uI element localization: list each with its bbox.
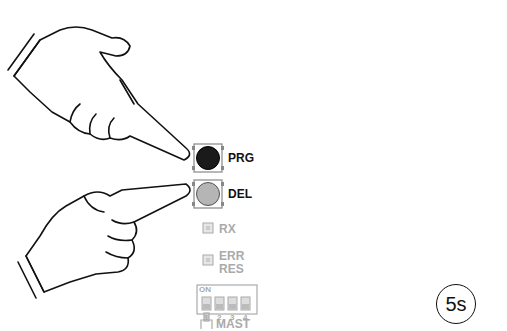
led-label: RX xyxy=(219,223,236,235)
hand-icon xyxy=(18,184,190,298)
led-label: ERR RES xyxy=(219,250,247,276)
hand-icon xyxy=(8,27,190,160)
button-label: PRG xyxy=(228,152,254,164)
switch-label: ON xyxy=(199,286,211,294)
dip-switch xyxy=(197,285,257,314)
time-circle: 5s xyxy=(436,284,476,324)
push-button xyxy=(192,180,224,208)
button-label: DEL xyxy=(228,188,252,200)
jumper-label: MAST xyxy=(216,318,250,330)
push-button xyxy=(192,144,224,172)
jumper xyxy=(201,313,212,329)
switch-number: 1 xyxy=(204,314,208,322)
led-indicator xyxy=(203,223,213,265)
duration-text: 5s xyxy=(445,294,466,314)
